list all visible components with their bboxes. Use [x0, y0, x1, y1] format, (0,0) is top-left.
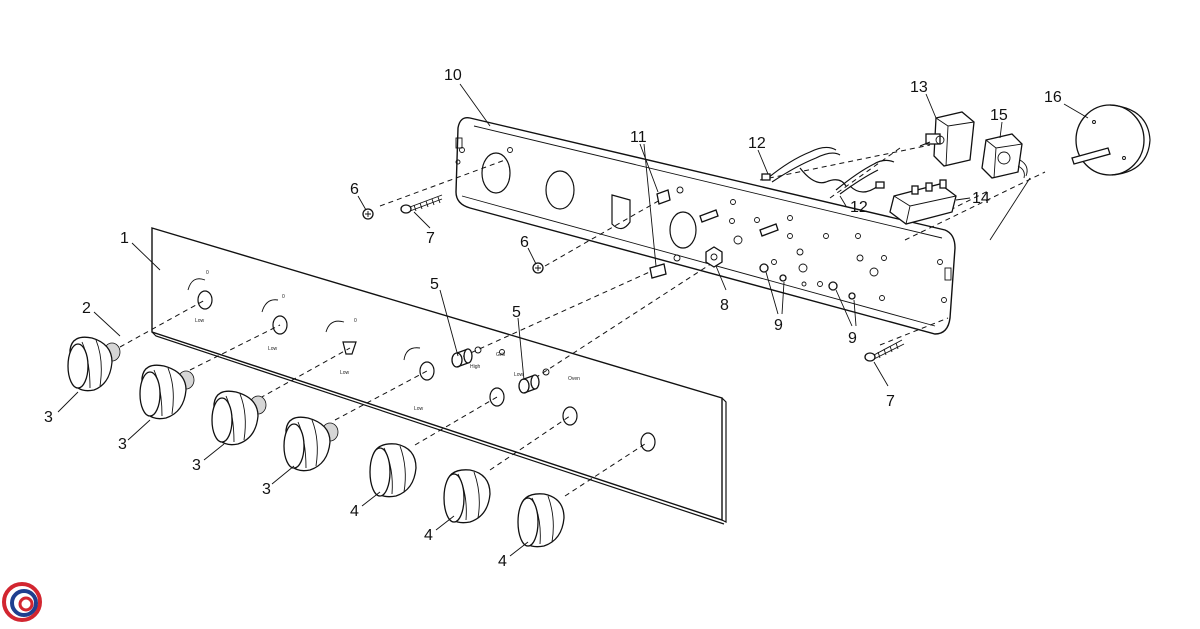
callout-9: 9 [848, 330, 857, 347]
callout-2: 2 [82, 300, 91, 317]
clip-11-lower [649, 263, 667, 279]
fascia-hole [197, 290, 213, 310]
knob-3-b [139, 364, 195, 420]
fascia-hole [562, 406, 578, 426]
callout-6: 6 [520, 234, 529, 251]
callout-6: 6 [350, 181, 359, 198]
callout-1: 1 [120, 230, 129, 247]
fascia-label-low: Low [414, 406, 424, 412]
bracket-hole [481, 152, 511, 194]
callout-16: 16 [1044, 89, 1062, 106]
ignition-wires-12 [761, 146, 895, 195]
callout-10: 10 [444, 67, 462, 84]
callout-5: 5 [430, 276, 439, 293]
push-button-5a [451, 348, 473, 368]
fascia-label-zero: 0 [282, 294, 285, 300]
fascia-hole [640, 432, 656, 452]
callout-4: 4 [498, 553, 507, 570]
callout-12: 12 [850, 199, 868, 216]
timer-16 [1071, 104, 1151, 176]
knob-3-c [211, 390, 267, 446]
bracket-hole [669, 211, 697, 249]
callout-3: 3 [44, 409, 53, 426]
callout-numbers: 1 2 3 3 3 3 4 4 4 5 5 6 6 7 7 8 9 9 10 1… [44, 67, 1062, 570]
knob-4-c [517, 493, 565, 548]
fascia-hole [489, 387, 505, 407]
callout-3: 3 [262, 481, 271, 498]
control-bracket-panel [455, 117, 956, 335]
fascia-label-oven: Oven [568, 376, 580, 382]
clip-11-upper [656, 189, 671, 205]
fascia-label-low: Low [340, 370, 350, 376]
callout-4: 4 [424, 527, 433, 544]
selector-switch-14 [889, 179, 957, 225]
fascia-label-zero: 0 [354, 318, 357, 324]
callout-15: 15 [990, 107, 1008, 124]
callout-7: 7 [426, 230, 435, 247]
control-knobs [67, 336, 565, 548]
knob-4-a [369, 443, 417, 498]
long-screw-7-lower [864, 339, 905, 362]
energy-regulator-13 [919, 111, 975, 167]
callout-8: 8 [720, 297, 729, 314]
callout-11: 11 [630, 129, 647, 146]
callout-12: 12 [748, 135, 766, 152]
long-screw-7-upper [400, 194, 443, 214]
screw-9-b [828, 281, 856, 300]
screw-6-lower [532, 262, 544, 274]
knob-3-a [67, 336, 121, 392]
fascia-hole [419, 361, 435, 381]
fascia-label-low: Low [268, 346, 278, 352]
fascia-hole [342, 341, 357, 355]
assembly-lines [119, 144, 1046, 497]
front-fascia-panel: 0 Low 0 Low 0 Low Low Grill High Oven Lo… [151, 227, 727, 525]
brand-logo-icon [2, 582, 42, 622]
callout-14: 14 [972, 190, 990, 207]
fascia-label-grill: Grill [496, 352, 505, 358]
knob-3-d [283, 416, 339, 472]
fascia-label-high: High [470, 364, 481, 370]
bracket-cutout [611, 194, 631, 230]
callout-13: 13 [910, 79, 928, 96]
screw-9-a [759, 263, 787, 282]
screw-6-upper [362, 208, 374, 220]
callout-9: 9 [774, 317, 783, 334]
fascia-label-low: Low [514, 372, 524, 378]
fascia-hole [272, 315, 288, 335]
callout-3: 3 [118, 436, 127, 453]
callout-4: 4 [350, 503, 359, 520]
knob-4-b [443, 469, 491, 524]
fascia-label-low: Low [195, 318, 205, 324]
callout-7: 7 [886, 393, 895, 410]
push-button-5b [518, 374, 540, 394]
fascia-label-zero: 0 [206, 270, 209, 276]
thermostat-15 [981, 133, 1031, 241]
leader-lines [57, 83, 1089, 557]
callout-5: 5 [512, 304, 521, 321]
callout-3: 3 [192, 457, 201, 474]
hardware [362, 189, 905, 394]
bracket-hole [545, 170, 575, 210]
nut-8 [705, 246, 723, 268]
